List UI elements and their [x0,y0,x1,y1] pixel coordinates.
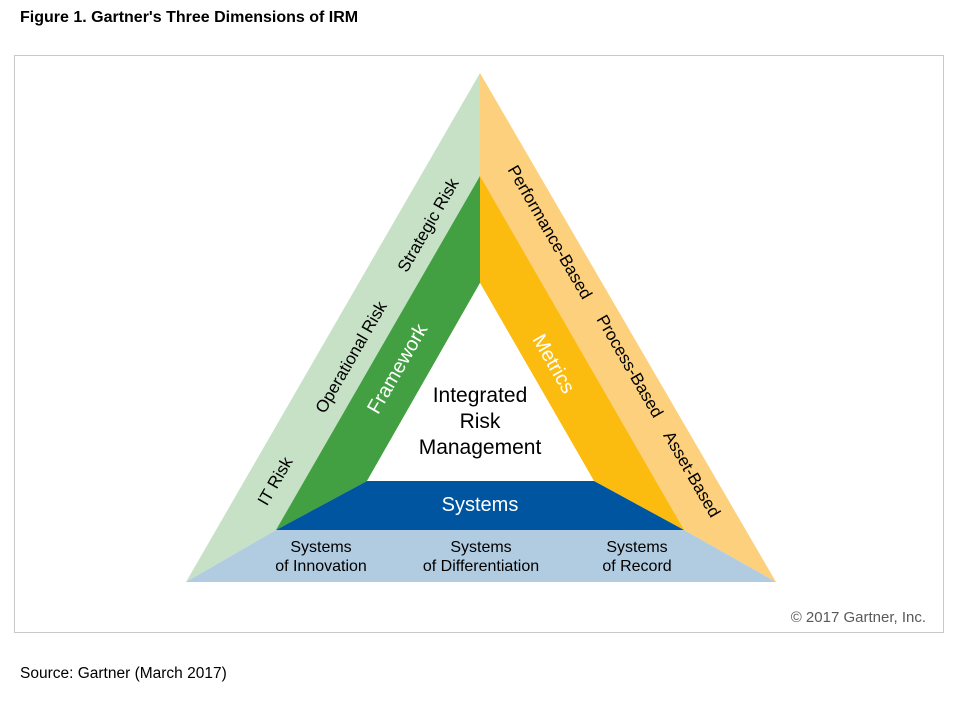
systems-label: Systems [442,494,519,516]
systems-innovation-line2: of Innovation [275,558,367,575]
copyright-notice: © 2017 Gartner, Inc. [790,609,926,626]
left-outer-region [186,73,480,582]
metrics-band [480,176,684,530]
systems-differentiation-line1: Systems [450,539,511,556]
bottom-outer-region [186,530,776,582]
center-title-line1: Integrated [433,384,528,407]
figure-title: Figure 1. Gartner's Three Dimensions of … [20,9,359,26]
framework-band [276,176,480,530]
diagram-frame [14,55,944,633]
systems-record-line2: of Record [602,558,671,575]
systems-record-line1: Systems [606,539,667,556]
systems-band [276,481,684,530]
source-note: Source: Gartner (March 2017) [20,665,227,682]
right-outer-region [480,73,776,582]
systems-innovation-line1: Systems [290,539,351,556]
center-triangle [367,283,594,481]
center-title-line3: Management [419,436,542,459]
center-title-line2: Risk [460,410,501,433]
systems-differentiation-line2: of Differentiation [423,558,539,575]
